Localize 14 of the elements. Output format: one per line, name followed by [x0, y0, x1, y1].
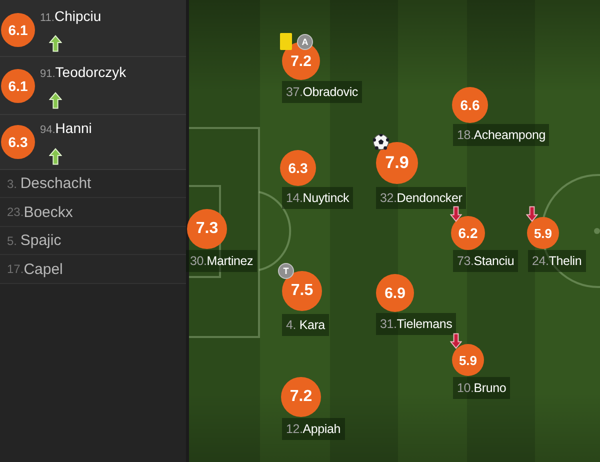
player-name-label: 14.Nuytinck: [282, 187, 354, 209]
player-name-label: 30.Martinez: [186, 250, 258, 272]
player-name-label: 11.Chipciu: [40, 7, 102, 26]
player-name-label: 24.Thelin: [528, 250, 586, 272]
player-name-label: 94.Hanni: [40, 119, 92, 138]
player-name-label: 10.Bruno: [453, 377, 510, 399]
player-name-label: 4. Kara: [282, 314, 329, 336]
player-name-label: 37.Obradovic: [282, 81, 362, 103]
player-name-label: 31.Tielemans: [376, 313, 456, 335]
player-name-label: 32.Dendoncker: [376, 187, 466, 209]
player-name-label: 12.Appiah: [282, 418, 345, 440]
player-name-label: 91.Teodorczyk: [40, 63, 126, 82]
player-name-label: 73.Stanciu: [453, 250, 518, 272]
player-name-label: 18.Acheampong: [453, 124, 550, 146]
